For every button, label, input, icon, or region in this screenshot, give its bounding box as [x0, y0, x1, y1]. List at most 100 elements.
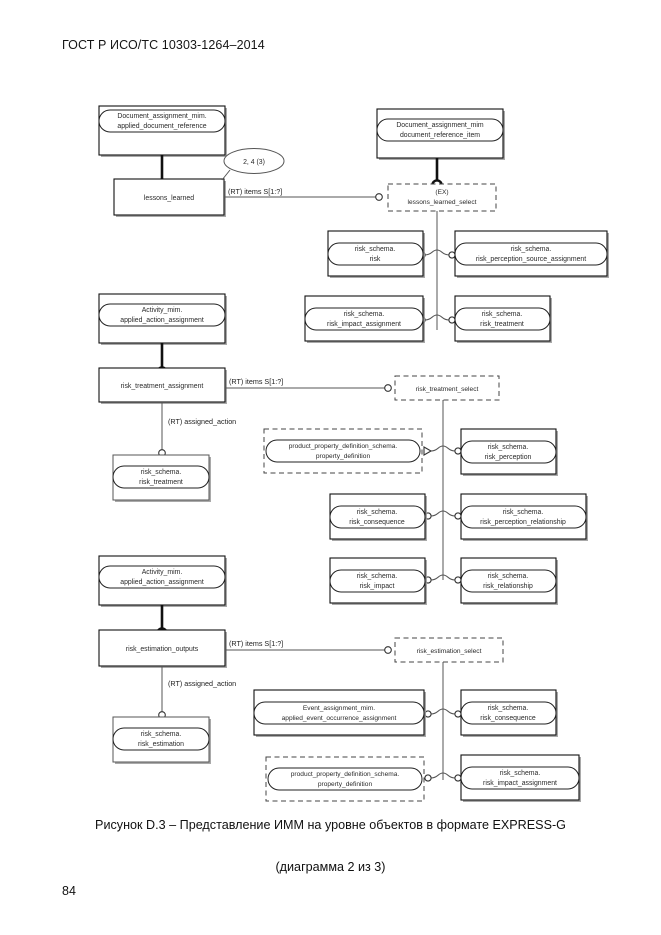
entity-label-line1: risk_schema.	[488, 705, 529, 712]
entity-label-line1: Document_assignment_mim	[396, 122, 484, 129]
select-branch	[436, 249, 450, 256]
entity-label-line2: property_definition	[318, 781, 373, 788]
edge-label-assigned-action-2: (RT) assigned_action	[168, 679, 236, 688]
select-lessons-learned-select[interactable]: (EX) lessons_learned_select	[387, 183, 497, 212]
edge-endpoint-circle	[375, 193, 383, 201]
entity-label-line2: risk_treatment	[480, 321, 524, 328]
entity-label-line1: Document_assignment_mim.	[117, 113, 206, 120]
edge-label-items-2: (RT) items S[1:?]	[229, 377, 283, 386]
entity-label-line1: risk_treatment_assignment	[121, 383, 204, 390]
figure-caption-line2: (диаграмма 2 из 3)	[275, 860, 386, 874]
edge-label-assigned-action-1: (RT) assigned_action	[168, 417, 236, 426]
entity-risk-consequence-bottom[interactable]: risk_schema. risk_consequence	[460, 689, 558, 737]
select-label-line1: (EX)	[435, 189, 448, 196]
entity-label-line1: Activity_mim.	[142, 307, 183, 314]
entity-risk-treatment-left[interactable]: risk_schema. risk_treatment	[112, 454, 211, 502]
select-product-property-definition-mid[interactable]: product_property_definition_schema. prop…	[263, 428, 423, 474]
entity-label-line2: risk_impact_assignment	[483, 780, 557, 787]
entity-risk-perception-source-assignment[interactable]: risk_schema. risk_perception_source_assi…	[454, 230, 609, 278]
entity-risk-consequence-mid[interactable]: risk_schema. risk_consequence	[329, 493, 427, 541]
entity-label-line1: Event_assignment_mim.	[303, 705, 375, 712]
edge-endpoint-circle	[384, 646, 392, 654]
entity-label-line2: risk_perception	[485, 454, 532, 461]
entity-label-line2: applied_document_reference	[117, 123, 206, 130]
select-risk-estimation-select[interactable]: risk_estimation_select	[394, 637, 504, 663]
edge-endpoint-circle	[448, 251, 456, 259]
entity-label-line2: risk_treatment	[139, 479, 183, 486]
select-risk-treatment-select[interactable]: risk_treatment_select	[394, 375, 500, 401]
entity-risk-treatment-upper[interactable]: risk_schema. risk_treatment	[454, 295, 552, 343]
entity-label-line1: risk_schema.	[488, 444, 529, 451]
edge-endpoint-circle	[454, 576, 462, 584]
select-branch	[436, 314, 450, 321]
entity-risk[interactable]: risk_schema. risk	[327, 230, 425, 278]
entity-label-line1: product_property_definition_schema.	[289, 443, 398, 450]
edge-endpoint-circle	[454, 710, 462, 718]
bubble-label: 2, 4 (3)	[243, 159, 265, 166]
entity-applied-action-assignment-bottom[interactable]: Activity_mim. applied_action_assignment	[98, 555, 227, 607]
edge-endpoint-circle	[454, 774, 462, 782]
edge-endpoint-circle	[454, 447, 462, 455]
figure-caption-line1: Рисунок D.3 – Представление ИММ на уровн…	[95, 818, 566, 832]
entity-label-line1: risk_schema.	[141, 731, 182, 738]
select-branch	[424, 249, 438, 256]
edge-label-items-1: (RT) items S[1:?]	[228, 187, 282, 196]
entity-label-line2: risk	[370, 256, 381, 263]
entity-label-line1: Activity_mim.	[142, 569, 183, 576]
entity-risk-estimation[interactable]: risk_schema. risk_estimation	[112, 716, 211, 764]
document-header: ГОСТ Р ИСО/ТС 10303-1264–2014	[62, 38, 265, 52]
entity-label-line1: risk_schema.	[500, 770, 541, 777]
entity-label-line2: risk_consequence	[480, 715, 536, 722]
edge-endpoint-arrow	[423, 446, 433, 456]
edge-endpoint-circle	[454, 512, 462, 520]
entity-label-line2: applied_event_occurrence_assignment	[282, 715, 397, 722]
entity-label-line2: risk_perception_relationship	[480, 519, 566, 526]
entity-risk-perception[interactable]: risk_schema. risk_perception	[460, 428, 558, 476]
entity-label-line2: risk_impact	[360, 583, 395, 590]
edge-endpoint-circle	[424, 774, 432, 782]
page-reference-bubble: 2, 4 (3)	[221, 148, 285, 181]
entity-label-line2: applied_action_assignment	[120, 317, 204, 324]
entity-label-line1: lessons_learned	[144, 195, 194, 202]
edge-label-items-3: (RT) items S[1:?]	[229, 639, 283, 648]
entity-risk-impact-assignment-upper[interactable]: risk_schema. risk_impact_assignment	[304, 295, 425, 343]
select-label-line1: risk_estimation_select	[417, 648, 482, 655]
entity-document-reference-item[interactable]: Document_assignment_mim document_referen…	[376, 108, 505, 160]
page-number: 84	[62, 884, 76, 898]
entity-lessons-learned[interactable]: lessons_learned	[113, 178, 226, 217]
entity-applied-event-occurrence-assignment[interactable]: Event_assignment_mim. applied_event_occu…	[253, 689, 426, 737]
entity-label-line1: risk_schema.	[141, 469, 182, 476]
entity-label-line1: risk_schema.	[357, 573, 398, 580]
select-label-line1: risk_treatment_select	[416, 386, 479, 393]
entity-label-line1: risk_schema.	[503, 509, 544, 516]
entity-label-line2: risk_perception_source_assignment	[476, 256, 586, 263]
entity-label-line1: product_property_definition_schema.	[291, 771, 400, 778]
entity-label-line1: risk_schema.	[511, 246, 552, 253]
entity-risk-perception-relationship[interactable]: risk_schema. risk_perception_relationshi…	[460, 493, 588, 541]
entity-risk-impact-assignment-bottom[interactable]: risk_schema. risk_impact_assignment	[460, 754, 581, 802]
entity-risk-relationship[interactable]: risk_schema. risk_relationship	[460, 557, 558, 605]
entity-label-line1: risk_schema.	[357, 509, 398, 516]
entity-label-line1: risk_schema.	[488, 573, 529, 580]
edge-endpoint-circle	[384, 384, 392, 392]
entity-label-line2: applied_action_assignment	[120, 579, 204, 586]
entity-label-line2: property_definition	[316, 453, 371, 460]
entity-label-line2: risk_relationship	[483, 583, 533, 590]
select-branch	[424, 314, 438, 321]
select-product-property-definition-bottom[interactable]: product_property_definition_schema. prop…	[265, 756, 425, 802]
entity-applied-action-assignment-mid[interactable]: Activity_mim. applied_action_assignment	[98, 293, 227, 345]
entity-label-line1: risk_schema.	[482, 311, 523, 318]
entity-risk-estimation-outputs[interactable]: risk_estimation_outputs	[98, 629, 227, 668]
entity-label-line2: risk_estimation	[138, 741, 184, 748]
entity-risk-treatment-assignment[interactable]: risk_treatment_assignment	[98, 367, 227, 404]
entity-label-line2: risk_impact_assignment	[327, 321, 401, 328]
entity-label-line1: risk_schema.	[355, 246, 396, 253]
entity-risk-impact[interactable]: risk_schema. risk_impact	[329, 557, 427, 605]
entity-label-line2: document_reference_item	[400, 132, 480, 139]
entity-applied-document-reference[interactable]: Document_assignment_mim. applied_documen…	[98, 105, 227, 157]
entity-label-line1: risk_schema.	[344, 311, 385, 318]
select-label-line2: lessons_learned_select	[408, 199, 477, 206]
edge-endpoint-circle	[448, 316, 456, 324]
